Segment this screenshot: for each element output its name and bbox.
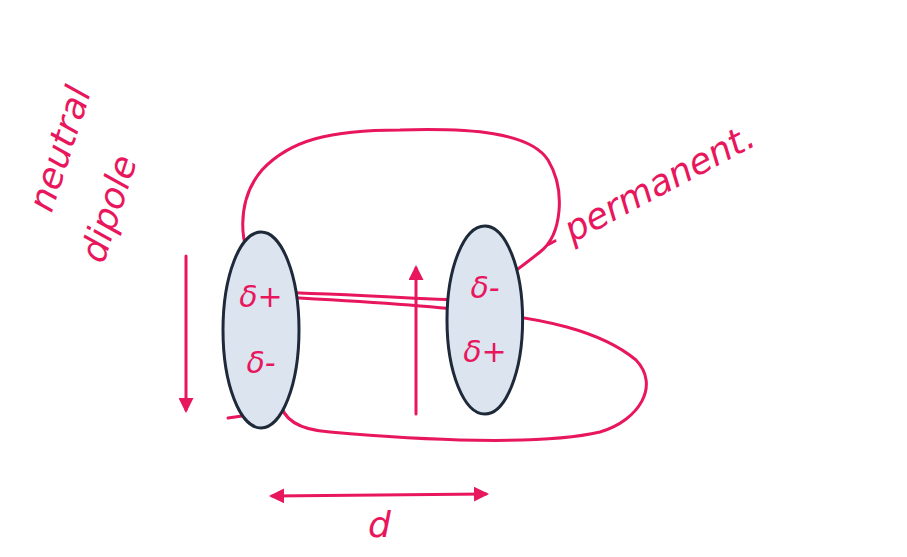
partial-charge: δ+	[463, 337, 507, 367]
distance-arrow	[272, 494, 486, 496]
ellipse-outline	[445, 224, 525, 416]
dipole-arrow	[185, 256, 188, 410]
molecule-ellipse: δ+ δ-	[221, 230, 301, 430]
dipole-arrow	[415, 268, 418, 414]
handwritten-note: d	[368, 506, 391, 544]
handwritten-note: - permanent.	[536, 117, 761, 261]
molecule-ellipse: δ-δ+	[445, 224, 525, 416]
handwritten-note: dipole	[74, 151, 144, 267]
partial-charge: δ-	[470, 273, 499, 303]
ellipse-outline	[221, 230, 301, 430]
partial-charge: δ-	[246, 348, 275, 378]
handwritten-note: neutral	[22, 82, 98, 216]
partial-charge: δ+	[239, 282, 283, 312]
